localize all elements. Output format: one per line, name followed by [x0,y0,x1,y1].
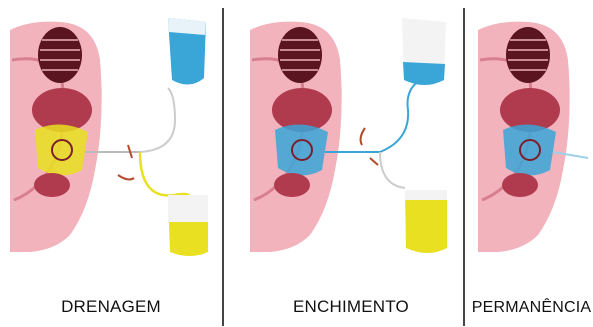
panel-permanencia: PERMANÊNCIA [470,0,593,327]
drain-bag [405,190,447,253]
fill-bag [402,18,446,85]
panel-enchimento: ENCHIMENTO [240,0,462,327]
fill-bag [168,18,206,85]
panel-drenagem: DRENAGEM [0,0,222,327]
divider-2 [463,8,465,326]
enchimento-illustration [240,0,462,290]
lungs [38,27,82,83]
flow-arrow [361,128,365,145]
caption-enchimento: ENCHIMENTO [240,297,462,317]
dwell-fluid-peritoneum [503,124,556,175]
caption-permanencia: PERMANÊNCIA [470,299,593,317]
caption-drenagem: DRENAGEM [0,297,222,317]
fill-fluid-peritoneum [275,124,328,175]
drain-fluid-peritoneum [35,124,88,175]
drain-bag [168,195,208,256]
drenagem-illustration [0,0,222,290]
divider-1 [222,8,224,326]
clamp [370,158,378,165]
lungs [278,27,322,83]
permanencia-illustration [470,0,593,290]
flow-arrow [118,175,134,179]
lungs [506,27,550,83]
